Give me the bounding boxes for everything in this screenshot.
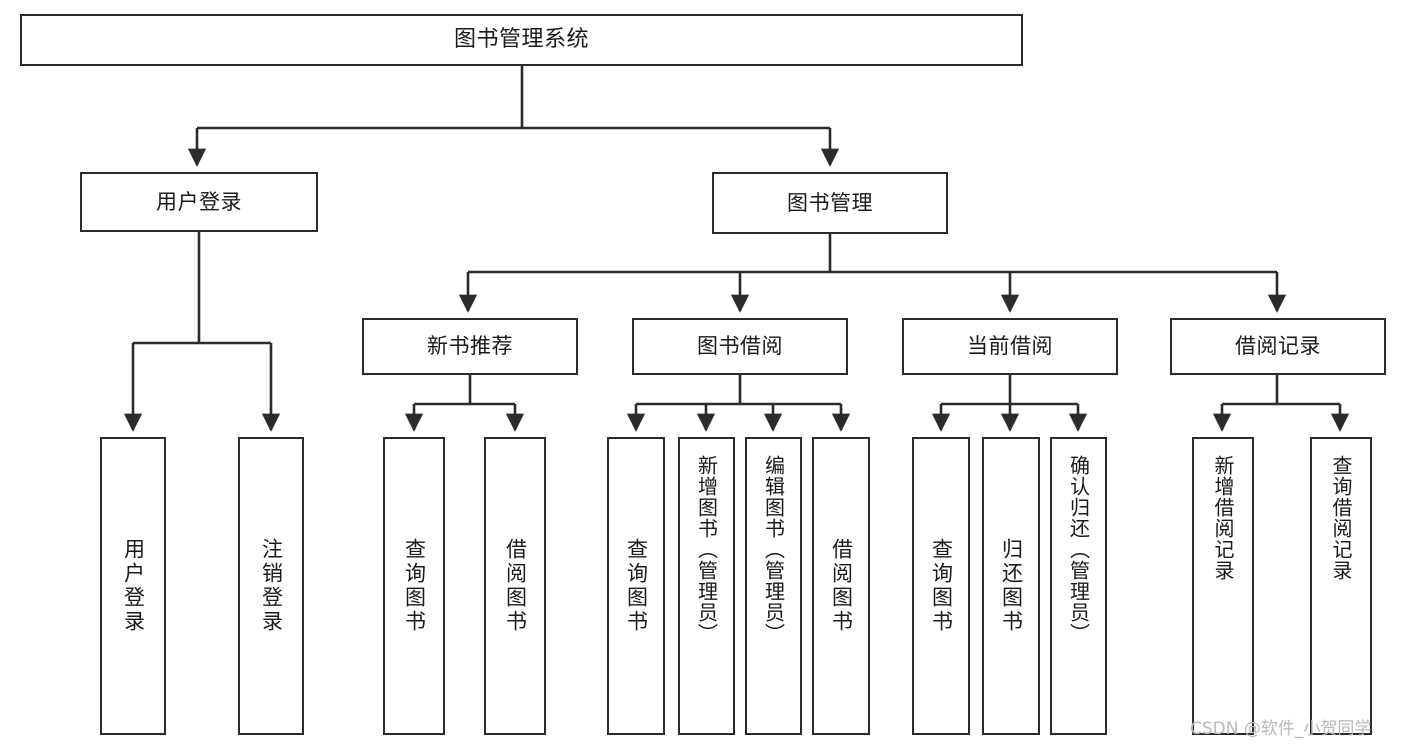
node-root-system[interactable]: 图书管理系统 <box>20 14 1023 66</box>
csdn-watermark: CSDN @软件_小贺同学 <box>1190 719 1372 739</box>
node-label: 借阅图书 <box>829 538 854 634</box>
node-user-login[interactable]: 用户登录 <box>80 172 318 232</box>
leaf-user-login[interactable]: 用户登录 <box>100 437 166 735</box>
leaf-query-book-3[interactable]: 查询图书 <box>912 437 970 735</box>
node-label: 编辑图书（管理员） <box>761 455 786 644</box>
leaf-borrow-book-2[interactable]: 借阅图书 <box>812 437 870 735</box>
leaf-confirm-return[interactable]: 确认归还（管理员） <box>1050 437 1107 735</box>
node-label: 新增图书（管理员） <box>694 455 719 644</box>
leaf-query-record[interactable]: 查询借阅记录 <box>1310 437 1372 735</box>
leaf-edit-book[interactable]: 编辑图书（管理员） <box>745 437 802 735</box>
node-label: 当前借阅 <box>967 334 1053 359</box>
node-label: 注销登录 <box>259 538 284 634</box>
node-borrow-record[interactable]: 借阅记录 <box>1170 318 1386 375</box>
leaf-return-book[interactable]: 归还图书 <box>982 437 1040 735</box>
leaf-add-record[interactable]: 新增借阅记录 <box>1192 437 1254 735</box>
node-label: 查询借阅记录 <box>1329 455 1353 581</box>
node-label: 图书借阅 <box>697 334 783 359</box>
node-label: 归还图书 <box>999 538 1024 634</box>
node-label: 用户登录 <box>121 538 146 634</box>
node-current-borrow[interactable]: 当前借阅 <box>902 318 1118 375</box>
leaf-logout-login[interactable]: 注销登录 <box>238 437 304 735</box>
node-label: 查询图书 <box>402 538 427 634</box>
leaf-add-book[interactable]: 新增图书（管理员） <box>678 437 735 735</box>
node-new-book-recommend[interactable]: 新书推荐 <box>362 318 578 375</box>
node-label: 图书管理 <box>787 190 873 215</box>
node-label: 新增借阅记录 <box>1211 455 1235 581</box>
node-label: 借阅记录 <box>1235 334 1321 359</box>
node-label: 查询图书 <box>929 538 954 634</box>
node-label: 用户登录 <box>156 189 242 214</box>
node-label: 图书管理系统 <box>453 27 589 53</box>
node-label: 确认归还（管理员） <box>1066 455 1091 644</box>
node-label: 查询图书 <box>624 538 649 634</box>
leaf-query-book-1[interactable]: 查询图书 <box>383 437 445 735</box>
node-label: 新书推荐 <box>427 334 513 359</box>
leaf-query-book-2[interactable]: 查询图书 <box>607 437 665 735</box>
node-book-manage[interactable]: 图书管理 <box>712 172 948 234</box>
leaf-borrow-book-1[interactable]: 借阅图书 <box>484 437 546 735</box>
node-label: 借阅图书 <box>503 538 528 634</box>
node-book-borrow[interactable]: 图书借阅 <box>632 318 848 375</box>
